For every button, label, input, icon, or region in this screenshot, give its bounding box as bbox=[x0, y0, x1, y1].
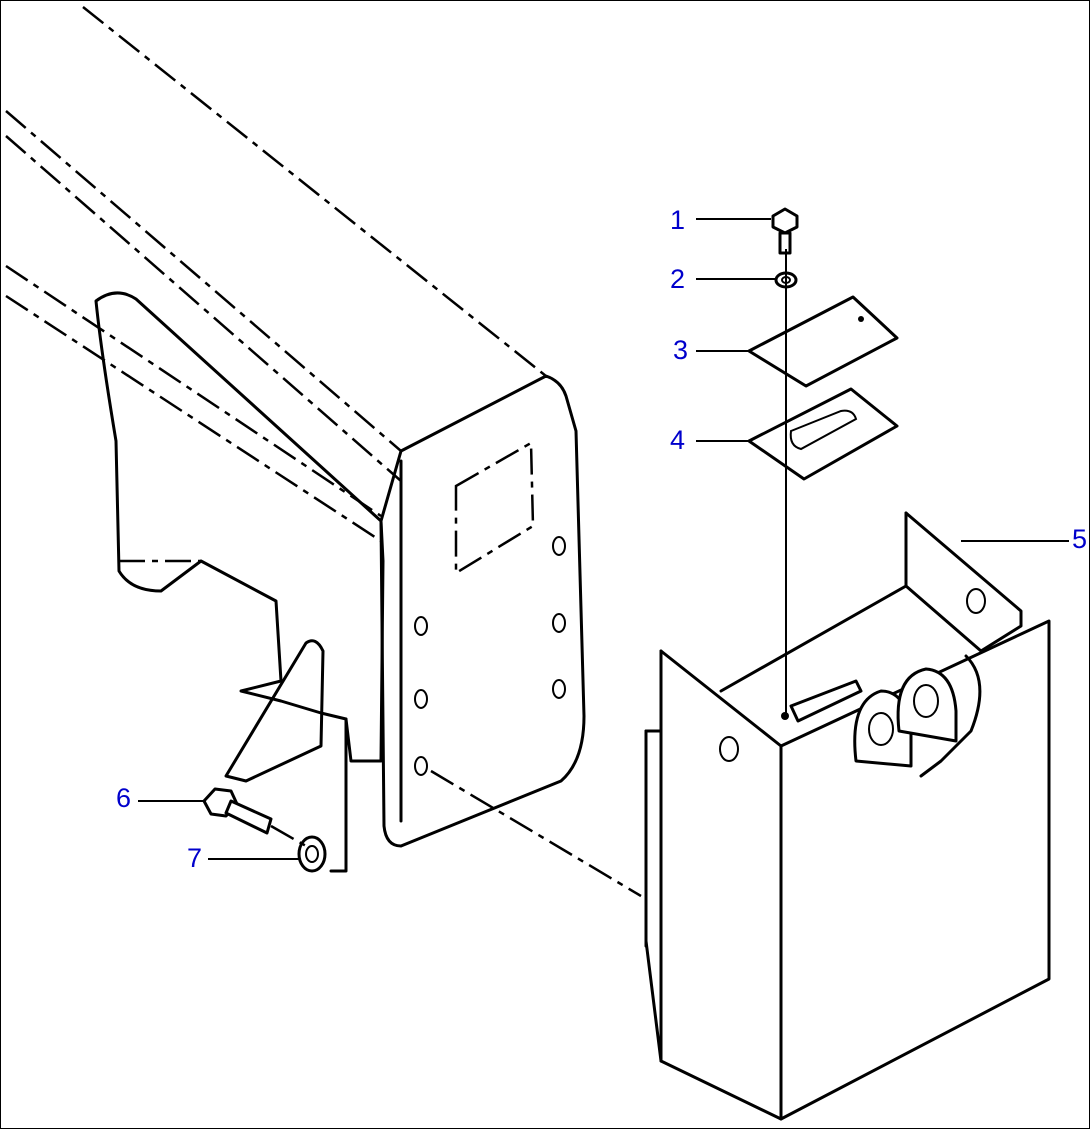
frame-beam bbox=[5, 6, 586, 873]
callout-4: 4 bbox=[670, 425, 685, 455]
plate-part-3 bbox=[747, 295, 899, 388]
shim-part-4 bbox=[747, 387, 899, 481]
callout-3: 3 bbox=[673, 335, 688, 365]
bolt-alignment-line bbox=[430, 769, 642, 898]
callout-labels: 1 2 3 4 5 6 7 bbox=[116, 205, 1087, 873]
bolt-part-1 bbox=[771, 207, 799, 255]
callout-7: 7 bbox=[187, 843, 202, 873]
washer-part-7 bbox=[297, 835, 327, 873]
washer-alignment-line bbox=[270, 824, 307, 848]
callout-6: 6 bbox=[116, 783, 131, 813]
callout-5: 5 bbox=[1072, 524, 1087, 554]
callout-leaders bbox=[138, 218, 1069, 860]
counterweight bbox=[644, 511, 1051, 1121]
bolt-part-6 bbox=[202, 787, 273, 835]
callout-2: 2 bbox=[670, 264, 685, 294]
frame-bolt-holes bbox=[414, 536, 566, 776]
callout-1: 1 bbox=[670, 205, 685, 235]
